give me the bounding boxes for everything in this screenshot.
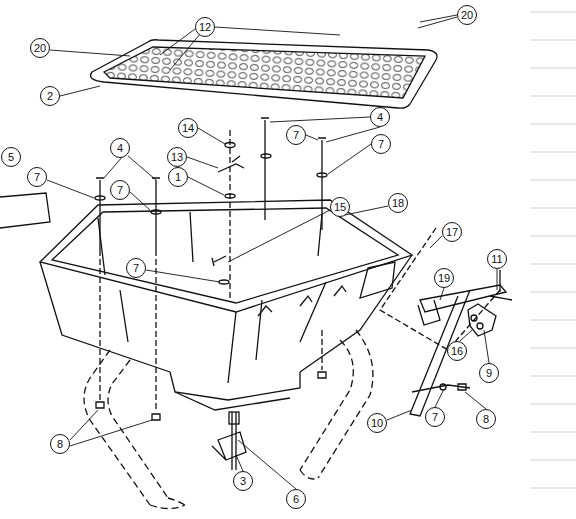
callout-circle: 20 [457,5,477,25]
callout-number: 17 [446,227,458,238]
callout-number: 7 [378,139,384,150]
callout-number: 5 [8,152,14,163]
callout-number: 8 [483,414,489,425]
callout-circle: 10 [367,413,387,433]
callout-circle: 2 [40,86,60,106]
callout-number: 6 [293,494,299,505]
callout-circle: 20 [30,38,50,58]
callout-circle: 7 [126,258,146,278]
callout-number: 20 [34,43,46,54]
callout-circle: 7 [371,134,391,154]
callout-number: 11 [491,254,502,265]
callout-circle: 4 [370,107,390,127]
callout-number: 16 [451,346,463,357]
callout-circle: 17 [442,222,462,242]
callout-number: 7 [293,130,299,141]
callout-number: 20 [461,10,473,21]
callout-number: 13 [171,152,183,163]
callout-circle: 7 [425,407,445,427]
callout-circle: 11 [487,249,507,269]
callout-number: 8 [57,439,63,450]
callout-circle: 16 [447,341,467,361]
callout-number: 7 [133,263,139,274]
callout-circle: 7 [110,180,130,200]
callout-circle: 7 [286,125,306,145]
callout-circle: 13 [167,147,187,167]
callout-number: 14 [182,123,194,134]
callout-number: 15 [334,202,346,213]
callout-number: 19 [438,273,450,284]
callout-circle: 14 [178,118,198,138]
callout-number: 3 [240,476,246,487]
callout-number: 2 [47,91,53,102]
callout-number: 1 [175,172,181,183]
callout-circle: 1 [168,167,188,187]
callout-number: 7 [432,412,438,423]
callout-circle: 15 [330,197,350,217]
callout-number: 4 [117,143,123,154]
callout-number: 4 [377,112,383,123]
callout-number: 7 [34,172,40,183]
callout-number: 12 [199,22,211,33]
callout-circle: 6 [286,489,306,509]
callout-circle: 18 [388,193,408,213]
callout-number: 18 [392,198,404,209]
callout-circle: 12 [195,17,215,37]
callout-circle: 19 [434,268,454,288]
callout-circle: 9 [479,363,499,383]
callout-circle: 8 [50,434,70,454]
callout-circle: 5 [1,147,21,167]
callout-number: 10 [371,418,383,429]
callout-number: 9 [486,368,492,379]
callout-circle: 8 [476,409,496,429]
callout-number: 7 [117,185,123,196]
callout-circle: 7 [27,167,47,187]
callout-circle: 3 [233,471,253,491]
callout-circle: 4 [110,138,130,158]
